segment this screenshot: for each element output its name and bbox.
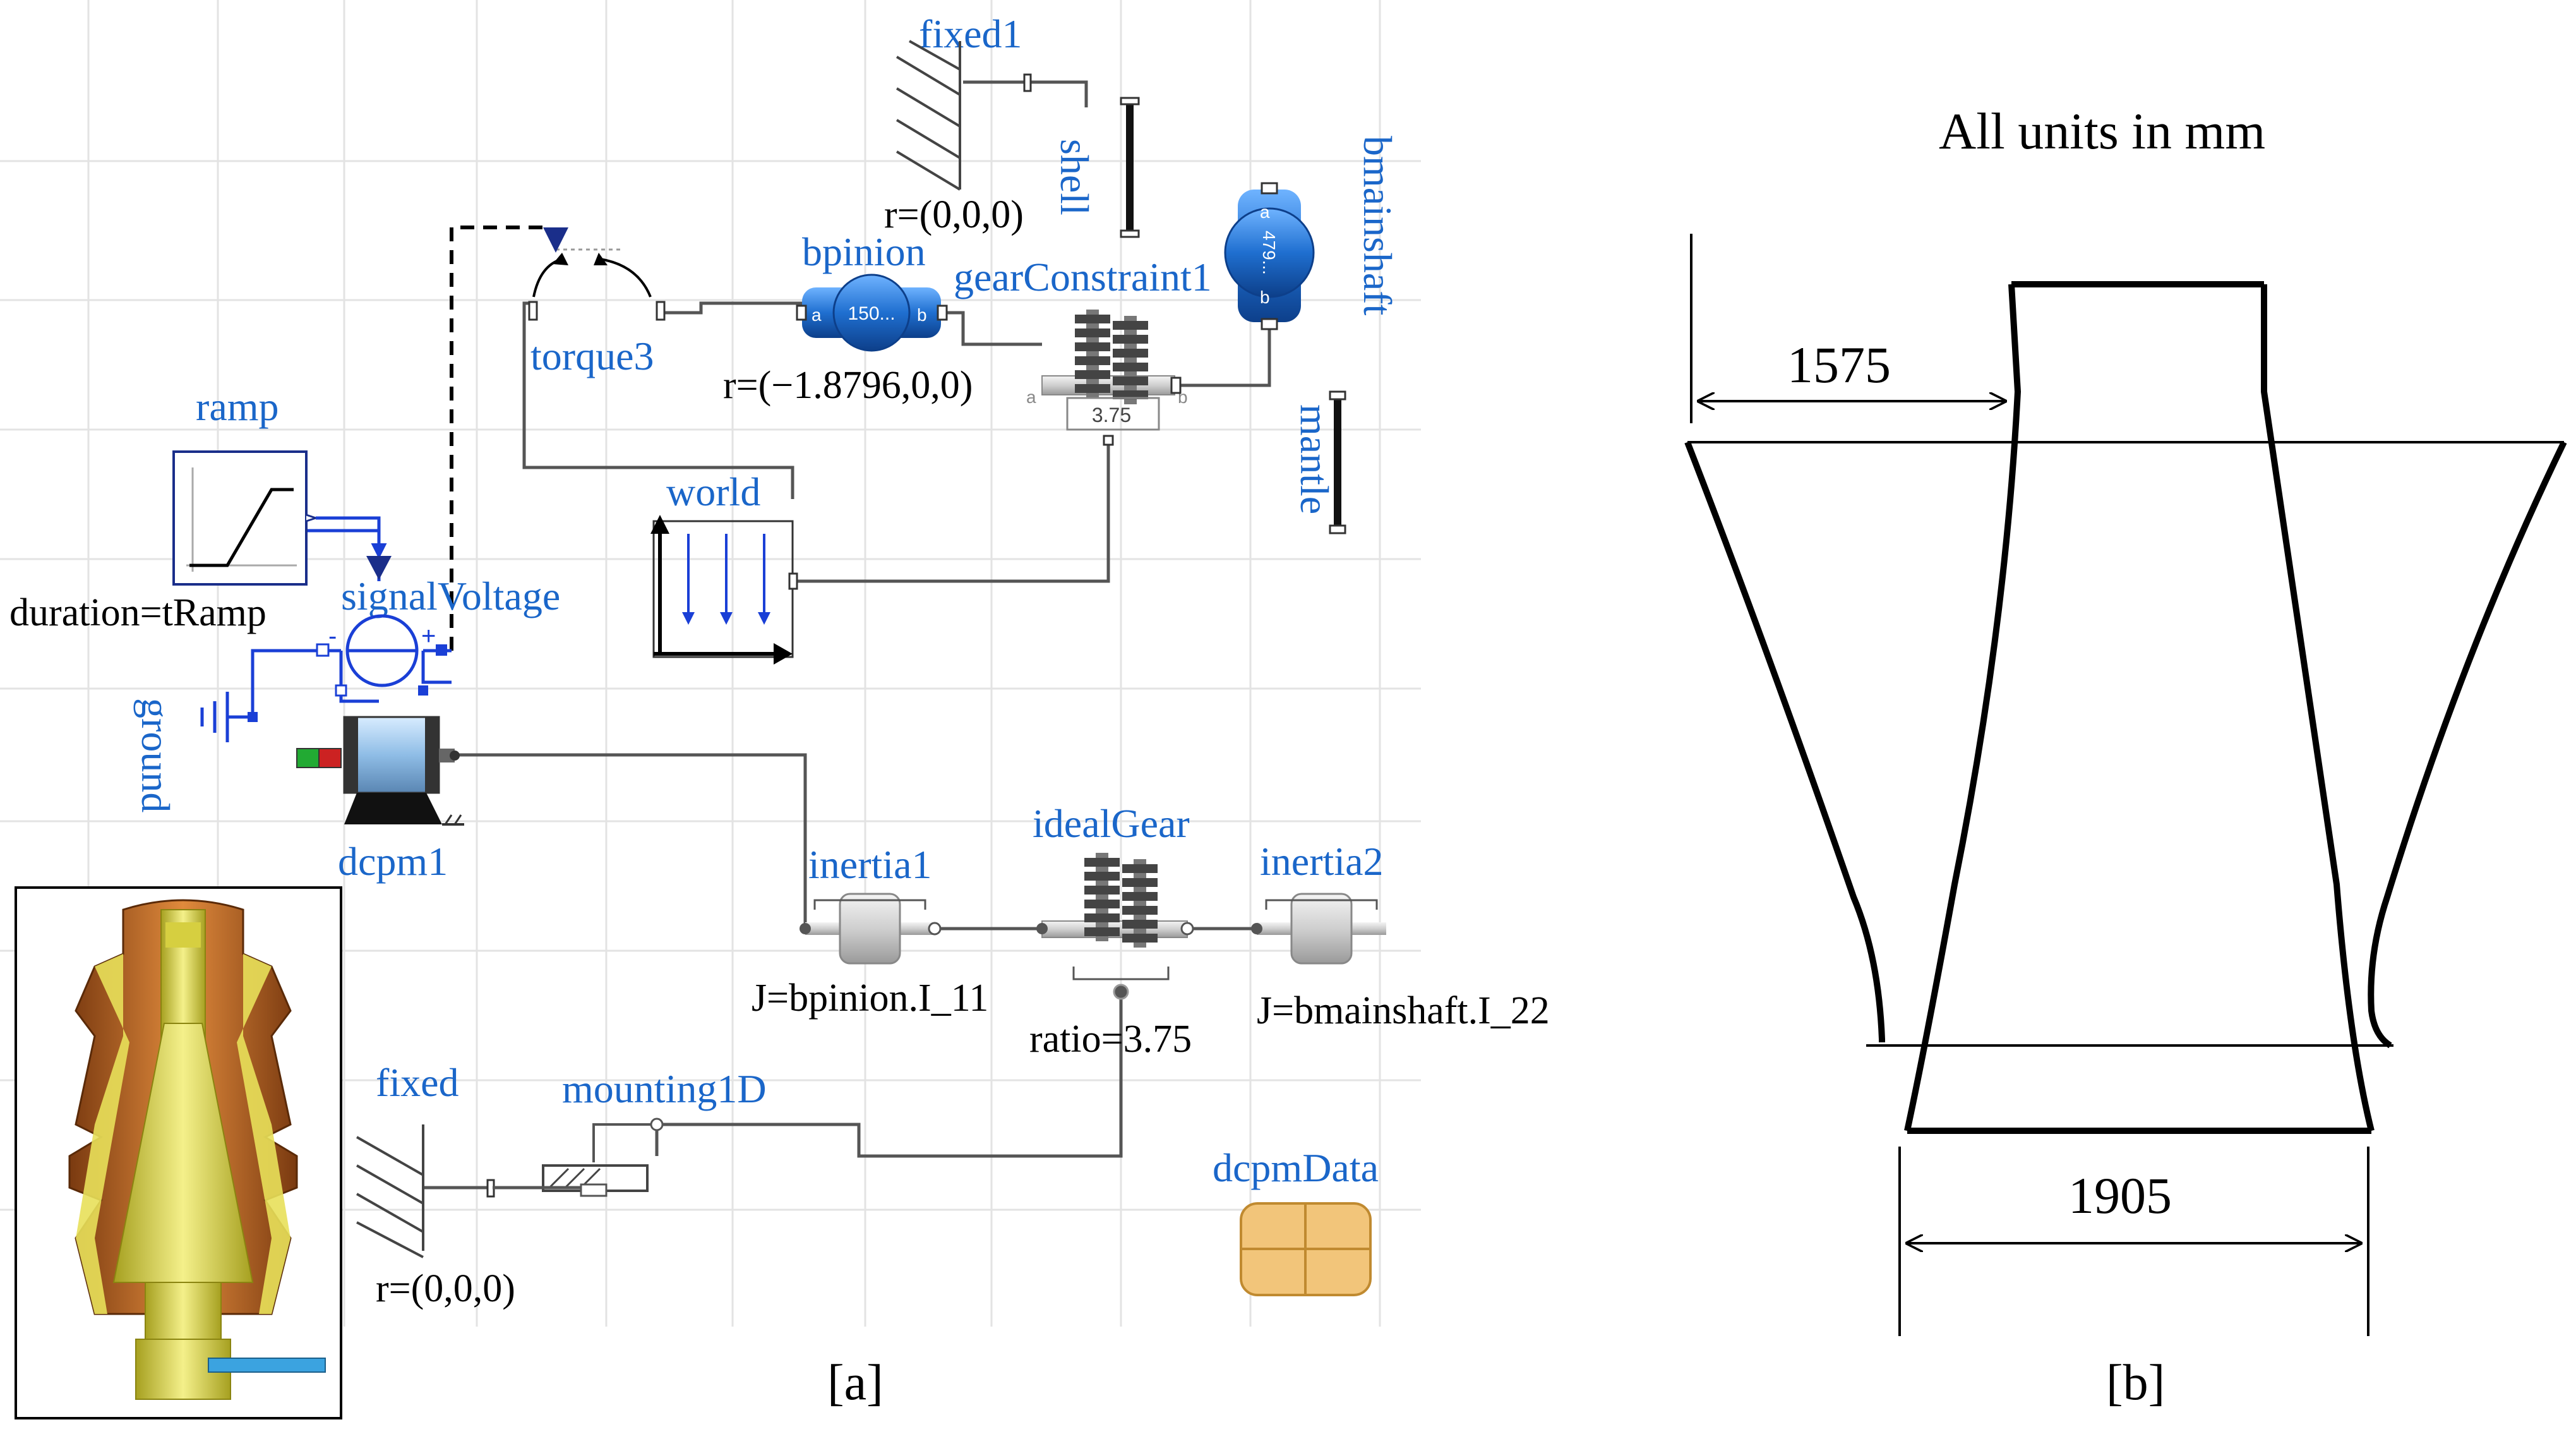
- shell-label: shell: [1052, 139, 1097, 215]
- inertia2-label: inertia2: [1260, 839, 1383, 884]
- crusher-cad-icon: [68, 899, 326, 1400]
- panel-b-caption: [b]: [2106, 1355, 2165, 1411]
- dim-bottom-value: 1905: [2068, 1167, 2172, 1224]
- port-b-label: b: [917, 305, 927, 325]
- voltage-source-icon: - +: [328, 614, 436, 687]
- dcpm-data-label: dcpmData: [1213, 1145, 1379, 1190]
- signal-voltage-label: signalVoltage: [341, 574, 560, 618]
- gear-constraint-ratio: 3.75: [1092, 404, 1131, 426]
- panel-b-title: All units in mm: [1939, 102, 2265, 160]
- inertia-icon: [805, 893, 935, 965]
- crusher-cad-inset: [15, 886, 342, 1419]
- ramp-label: ramp: [196, 384, 279, 429]
- record-icon: [1240, 1202, 1372, 1296]
- signal-input-icon: [543, 227, 568, 253]
- bmainshaft-badge: 479...: [1259, 231, 1279, 275]
- mantle-component[interactable]: mantle: [1292, 390, 1346, 534]
- ramp-component[interactable]: ramp duration=tRamp: [9, 384, 392, 634]
- world-frame-icon: [650, 515, 794, 665]
- fixed1-r-label: r=(0,0,0): [884, 193, 1024, 236]
- ideal-gear-component[interactable]: idealGear ratio=3.75: [1029, 801, 1194, 1061]
- gear-constraint-label: gearConstraint1: [954, 255, 1212, 299]
- dimension-1575: 1575: [1699, 336, 2005, 401]
- dcpm1-label: dcpm1: [338, 839, 448, 884]
- grid-lines: [0, 0, 1421, 1327]
- fixed-hatch-icon: [356, 1124, 424, 1258]
- fixed1-component[interactable]: fixed1 r=(0,0,0): [884, 11, 1032, 236]
- bmainshaft-label: bmainshaft: [1355, 136, 1400, 316]
- port-a-label: a: [812, 305, 822, 325]
- signal-voltage-component[interactable]: signalVoltage - +: [316, 574, 560, 697]
- ramp-duration-label: duration=tRamp: [9, 591, 267, 634]
- ground-component[interactable]: ground: [133, 692, 258, 812]
- record-icon: [296, 748, 342, 768]
- dimension-1905: 1905: [1898, 1147, 2369, 1336]
- fixed1-label: fixed1: [919, 11, 1022, 56]
- gear-constraint-component[interactable]: gearConstraint1 3.75 a b: [954, 255, 1212, 446]
- inertia2-component[interactable]: inertia2 J=bmainshaft.I_22: [1251, 839, 1550, 1032]
- fixed-component[interactable]: fixed r=(0,0,0): [356, 1060, 515, 1310]
- ramp-icon: [186, 467, 297, 572]
- fixed-label: fixed: [376, 1060, 459, 1105]
- inertia1-j-label: J=bpinion.I_11: [752, 977, 988, 1020]
- dcpm1-component[interactable]: dcpm1: [296, 716, 464, 884]
- ideal-gear-label: idealGear: [1033, 801, 1190, 846]
- gear-icon: [1122, 859, 1158, 948]
- port-b-label: b: [1260, 287, 1270, 307]
- concave-outline: [1684, 440, 2567, 1049]
- world-component[interactable]: world: [650, 469, 798, 665]
- mounting1d-component[interactable]: mounting1D: [493, 1066, 767, 1197]
- panel-b: All units in mm 1575 1905: [1684, 102, 2567, 1411]
- torque3-component[interactable]: torque3: [528, 227, 666, 378]
- world-label: world: [666, 469, 760, 514]
- port-a-label: a: [1260, 202, 1270, 222]
- inertia1-component[interactable]: inertia1 J=bpinion.I_11: [752, 842, 988, 1020]
- mantle-label: mantle: [1292, 404, 1337, 514]
- motor-icon: [343, 716, 464, 826]
- inertia-icon: [1257, 893, 1386, 965]
- fixed-hatch-icon: [896, 40, 961, 191]
- minus-sign: -: [328, 622, 337, 650]
- bpinion-label: bpinion: [802, 229, 926, 274]
- panel-a-caption: [a]: [827, 1355, 884, 1411]
- ground-icon: [200, 692, 253, 742]
- torque3-label: torque3: [530, 334, 654, 378]
- bpinion-r-label: r=(−1.8796,0,0): [723, 364, 973, 407]
- bpinion-component[interactable]: bpinion 150... a b r=(−1.8796,0,0): [723, 229, 973, 407]
- gear-icon: [1084, 853, 1120, 941]
- gear-icon: [1113, 316, 1148, 404]
- ideal-gear-ratio-label: ratio=3.75: [1029, 1018, 1192, 1061]
- inertia1-label: inertia1: [808, 842, 932, 887]
- mounting1d-label: mounting1D: [562, 1066, 767, 1111]
- gear-icon: [1075, 310, 1110, 398]
- mantle-outline: [1904, 281, 2375, 1134]
- dim-top-value: 1575: [1787, 336, 1891, 394]
- ground-label: ground: [133, 698, 178, 812]
- panel-a: fixed1 r=(0,0,0) shell bmainshaft: [0, 0, 1550, 1419]
- dcpm-data-component[interactable]: dcpmData: [1213, 1145, 1379, 1296]
- bmainshaft-component[interactable]: bmainshaft 479... a b: [1224, 136, 1400, 330]
- shell-component[interactable]: shell: [1052, 97, 1140, 238]
- inertia2-j-label: J=bmainshaft.I_22: [1257, 989, 1550, 1032]
- plus-sign: +: [421, 622, 436, 650]
- port-a-label: a: [1026, 387, 1036, 407]
- bpinion-badge: 150...: [848, 303, 895, 324]
- fixed-r-label: r=(0,0,0): [376, 1267, 515, 1310]
